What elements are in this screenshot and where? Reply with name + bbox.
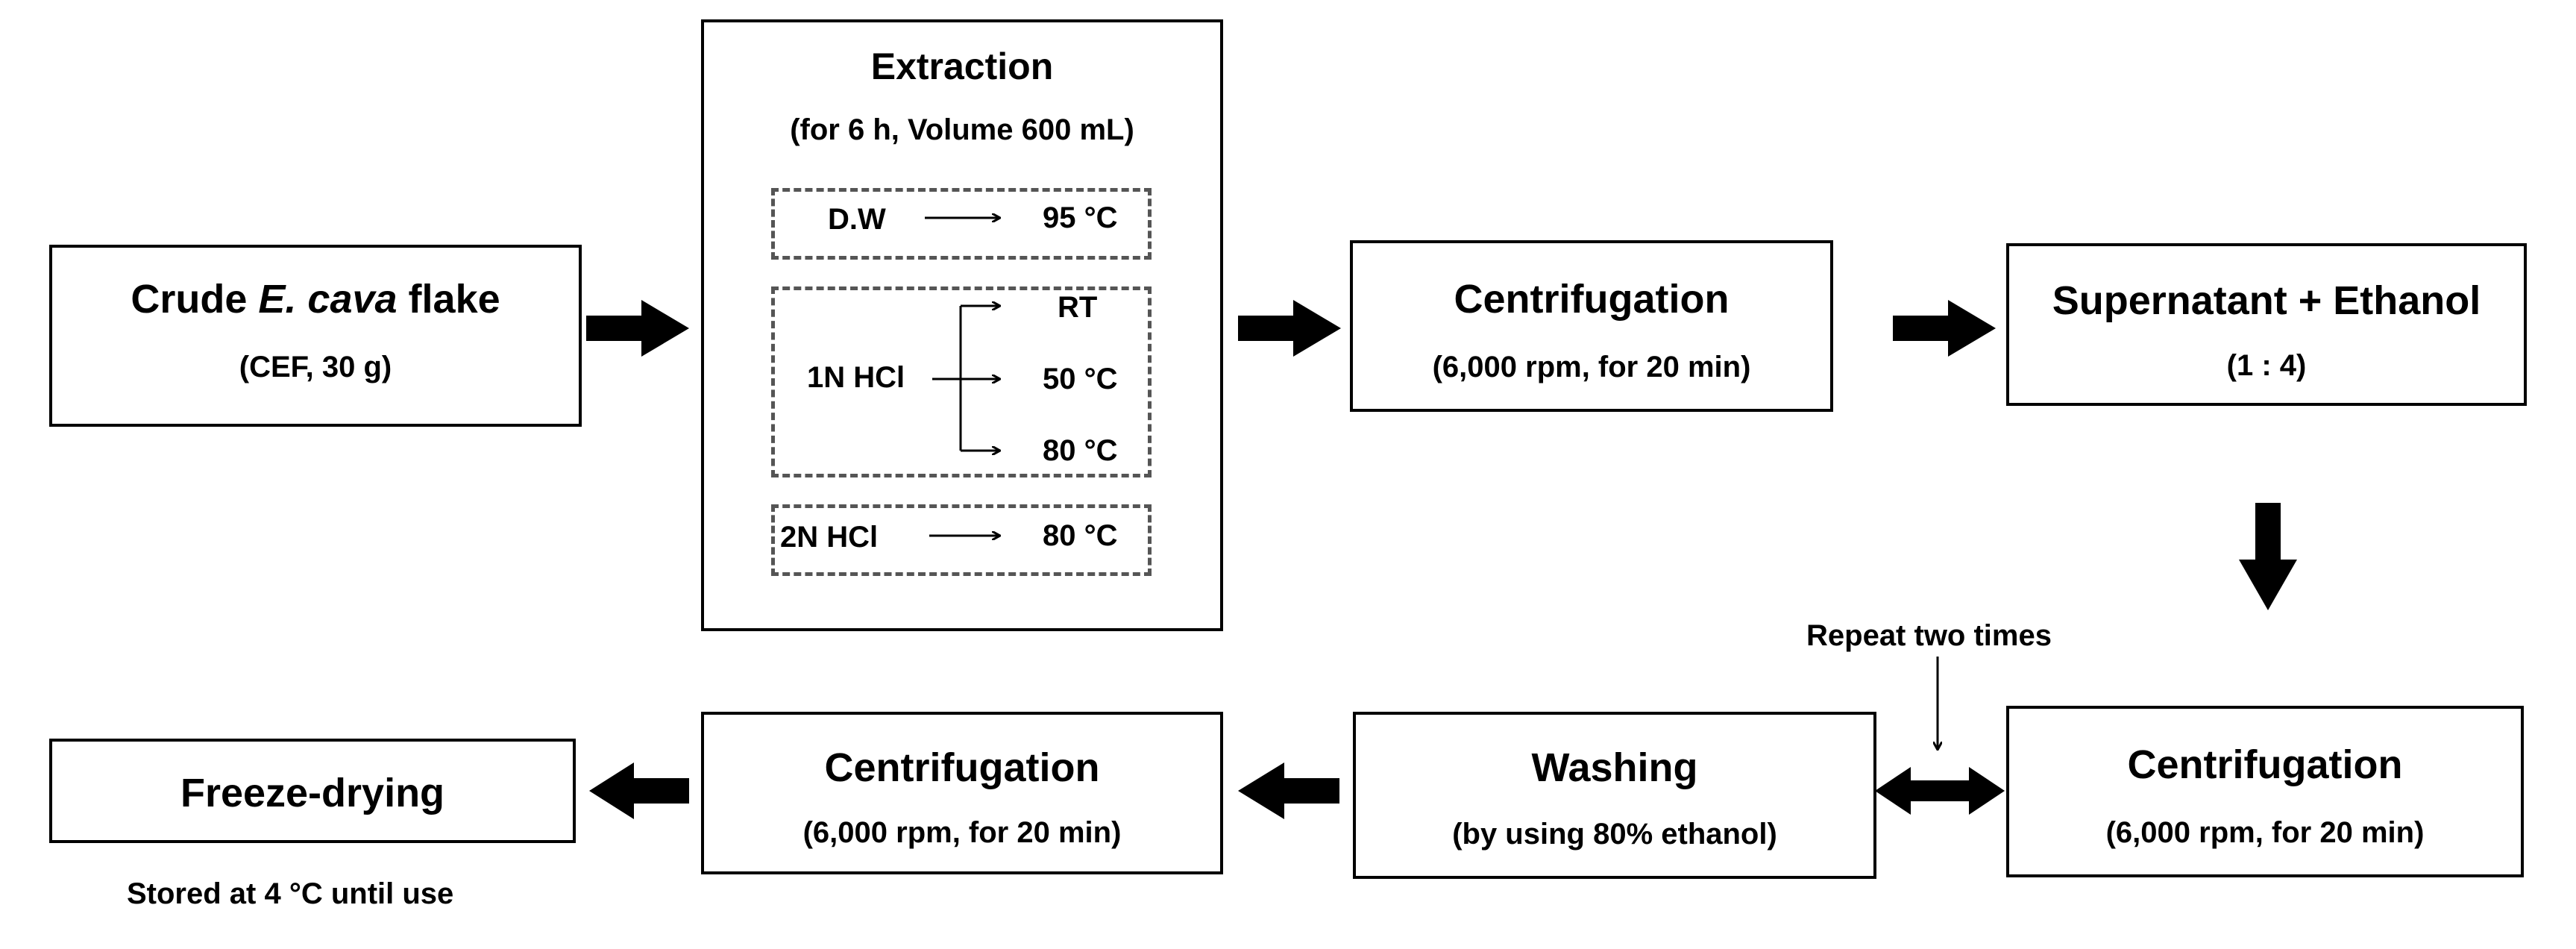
centrifugation-1-box: Centrifugation (6,000 rpm, for 20 min): [1350, 240, 1833, 412]
hcl1-dashed-box: [771, 286, 1152, 477]
washing-title: Washing: [1531, 745, 1698, 790]
centrifugation-3-sub: (6,000 rpm, for 20 min): [802, 816, 1122, 849]
crude-ecava-post: flake: [397, 277, 500, 322]
arrow-supernatant-to-centrifugation-2: [2239, 503, 2297, 610]
hcl1-temp-80: 80 °C: [1043, 434, 1118, 467]
washing-box: Washing (by using 80% ethanol): [1353, 712, 1876, 879]
centrifugation-3-title: Centrifugation: [824, 745, 1100, 790]
supernatant-ethanol-box: Supernatant + Ethanol (1 : 4): [2006, 243, 2527, 406]
freeze-drying-title: Freeze-drying: [180, 771, 445, 815]
supernatant-ethanol-title: Supernatant + Ethanol: [2052, 278, 2481, 323]
centrifugation-2-title: Centrifugation: [2127, 742, 2403, 787]
hcl2-temp: 80 °C: [1043, 519, 1118, 552]
hcl1-temp-50: 50 °C: [1043, 363, 1118, 395]
arrow-washing-centrifugation-2-double: [1875, 767, 2005, 815]
centrifugation-2-box: Centrifugation (6,000 rpm, for 20 min): [2006, 706, 2524, 877]
centrifugation-3-box: Centrifugation (6,000 rpm, for 20 min): [701, 712, 1223, 874]
crude-ecava-pre: Crude: [131, 277, 259, 322]
supernatant-ethanol-sub: (1 : 4): [2226, 349, 2307, 382]
repeat-two-times-label: Repeat two times: [1806, 619, 2052, 652]
arrow-centrifugation-3-to-freeze-drying: [589, 762, 689, 819]
hcl2-dashed-box: [771, 504, 1152, 576]
centrifugation-1-title: Centrifugation: [1454, 277, 1730, 322]
arrow-start-to-extraction: [586, 300, 689, 357]
dw-dashed-box: [771, 188, 1152, 260]
extraction-title: Extraction: [870, 46, 1054, 87]
crude-ecava-flake-box: Crude E. cava flake (CEF, 30 g): [49, 245, 582, 427]
arrow-washing-to-centrifugation-3: [1238, 762, 1339, 819]
washing-sub: (by using 80% ethanol): [1452, 818, 1777, 851]
hcl2-reagent: 2N HCl: [780, 521, 879, 554]
extraction-box: Extraction (for 6 h, Volume 600 mL): [701, 19, 1223, 631]
extraction-subtitle: (for 6 h, Volume 600 mL): [790, 113, 1134, 146]
centrifugation-2-sub: (6,000 rpm, for 20 min): [2105, 816, 2425, 849]
crude-ecava-flake-title: Crude E. cava flake: [52, 276, 579, 322]
dw-temp: 95 °C: [1043, 201, 1118, 234]
ecava-italic: E. cava: [258, 277, 398, 322]
centrifugation-1-sub: (6,000 rpm, for 20 min): [1432, 351, 1751, 383]
crude-ecava-flake-sub: (CEF, 30 g): [239, 351, 392, 383]
storage-note: Stored at 4 °C until use: [127, 877, 454, 910]
arrow-extraction-to-centrifugation-1: [1238, 300, 1341, 357]
hcl1-reagent: 1N HCl: [807, 361, 905, 394]
arrow-centrifugation-1-to-supernatant: [1893, 300, 1996, 357]
dw-reagent: D.W: [828, 203, 886, 236]
hcl1-temp-rt: RT: [1058, 291, 1098, 324]
freeze-drying-box: Freeze-drying: [49, 739, 576, 843]
